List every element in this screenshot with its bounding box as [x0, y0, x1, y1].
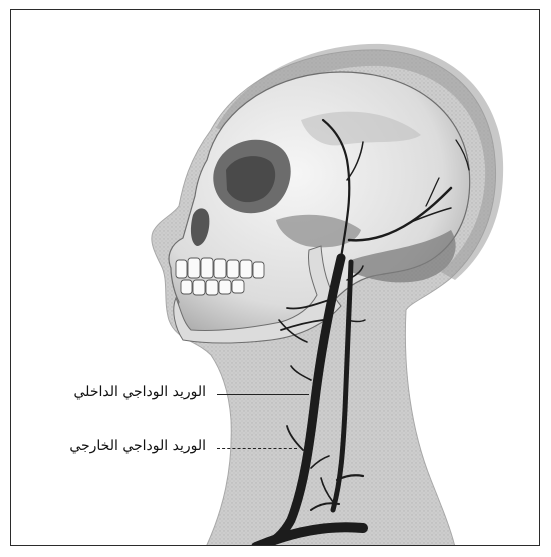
- external-jugular-leader: [217, 448, 297, 449]
- internal-jugular-leader: [217, 394, 309, 395]
- internal-jugular-label: الوريد الوداجي الداخلي: [74, 384, 206, 400]
- figure-frame: الوريد الوداجي الداخلي الوريد الوداجي ال…: [10, 9, 540, 546]
- external-jugular-label: الوريد الوداجي الخارجي: [69, 438, 206, 454]
- head-neck-illustration: [11, 10, 540, 546]
